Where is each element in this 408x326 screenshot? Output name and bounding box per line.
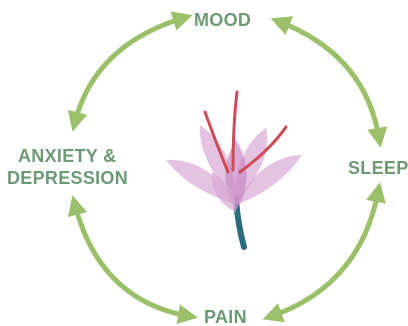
node-label-anxiety-depression: ANXIETY & DEPRESSION bbox=[17, 145, 128, 189]
arrow-sleep-pain bbox=[272, 192, 378, 316]
arrow-pain-anxiety bbox=[75, 205, 188, 316]
node-label-mood: MOOD bbox=[194, 9, 251, 31]
node-label-depression-line: DEPRESSION bbox=[7, 167, 128, 189]
arrow-mood-anxiety bbox=[75, 18, 183, 122]
node-label-anxiety-line: ANXIETY & bbox=[17, 145, 128, 167]
arrow-mood-sleep bbox=[280, 22, 379, 138]
saffron-flower-icon bbox=[166, 92, 302, 247]
node-label-pain: PAIN bbox=[204, 306, 247, 326]
node-label-sleep: SLEEP bbox=[348, 157, 408, 179]
